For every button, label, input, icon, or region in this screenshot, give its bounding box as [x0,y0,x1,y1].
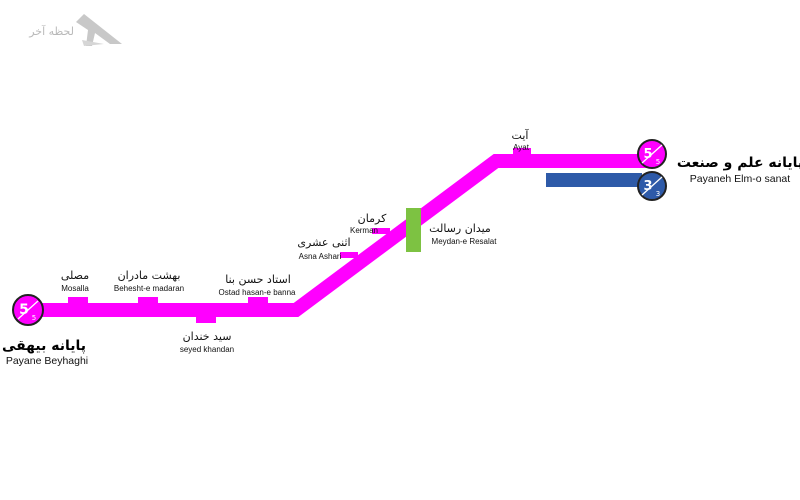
station-tick-resalat [428,205,440,211]
plane-logo-icon [76,14,122,46]
station-label-hasan-en: Ostad hasan-e banna [219,288,296,297]
station-label-khandan-fa: سید خندان [183,330,232,343]
line-3-segment [546,173,642,187]
terminus-west-en: Payane Beyhaghi [6,355,88,367]
terminus-east-fa: پایانه علم و صنعت [677,155,800,171]
station-label-behesht-en: Behesht-e madaran [114,284,184,293]
station-tick-kerman [372,228,390,234]
station-label-kerman-fa: کرمان [358,212,387,225]
station-label-resalat-fa: میدان رسالت [429,222,491,235]
line-5-track [28,154,650,317]
interchange-resalat [406,208,421,252]
badge-line-3-east: 3 3 [637,171,667,201]
station-tick-behesht [138,297,158,303]
badge-main: 5 [643,147,652,162]
station-label-resalat-en: Meydan-e Resalat [432,237,498,246]
station-label-ayat-en: Ayat [513,143,530,152]
station-label-khandan-en: seyed khandan [180,345,234,354]
badge-line-5-west: 5 5 [12,294,44,326]
badge-sub: 3 [656,190,660,198]
station-tick-asna [340,252,358,258]
badge-main: 3 [643,179,652,194]
station-tick-hasan [248,297,268,303]
station-label-mosalla-fa: مصلی [61,269,89,282]
station-label-asna-en: Asna Ashari [299,252,342,261]
station-label-behesht-fa: بهشت مادران [118,269,181,282]
badge-sub: 5 [656,158,660,166]
station-tick-khandan [196,317,216,323]
terminus-west-fa: پایانه بیهقی [2,338,86,354]
station-label-mosalla-en: Mosalla [61,284,89,293]
station-tick-mosalla [68,297,88,303]
station-tick-ayat [513,148,531,154]
logo: لحظه آخر [28,14,122,46]
station-label-kerman-en: Kerman [350,226,378,235]
logo-text: لحظه آخر [28,24,74,38]
station-label-hasan-fa: استاد حسن بنا [225,273,291,286]
station-label-asna-fa: اثنی عشری [297,236,350,249]
badge-sub: 5 [32,314,36,322]
badge-line-5-east: 5 5 [637,139,667,169]
badge-main: 5 [19,302,29,318]
terminus-east-en: Payaneh Elm-o sanat [690,173,790,185]
station-label-ayat-fa: آیت [512,128,530,142]
